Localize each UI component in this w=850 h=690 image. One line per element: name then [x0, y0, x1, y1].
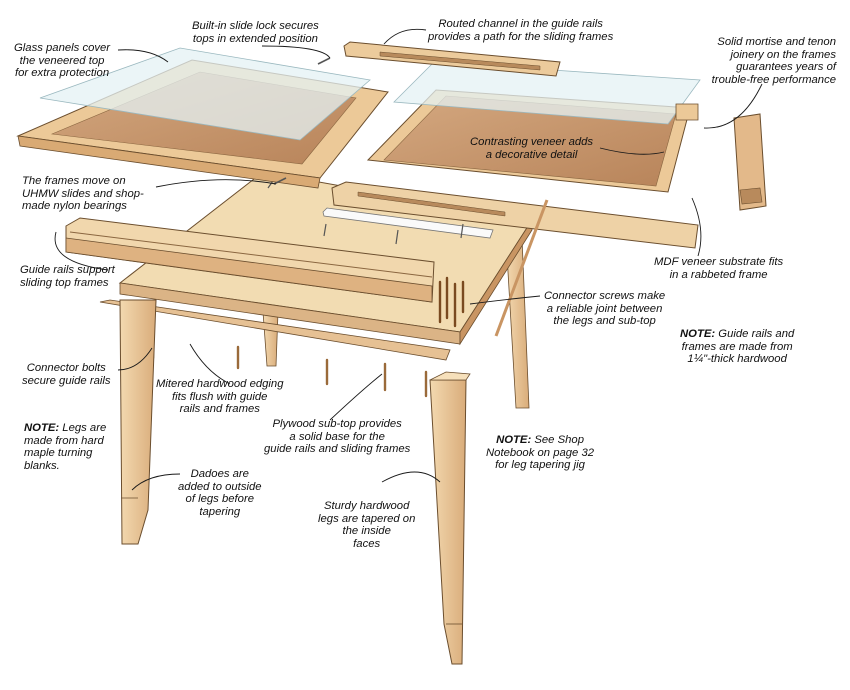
callout-contrasting-veneer-line-1: Contrasting veneer adds — [470, 136, 594, 148]
callout-dadoes-line-2: added to outside — [178, 480, 262, 493]
callout-frames-move-line-2: UHMW slides and shop- — [22, 187, 144, 200]
callout-note-jig-line-1: NOTE: See Shop — [486, 434, 594, 447]
back-middle-leg — [262, 311, 279, 367]
callout-slide-lock-line-2: tops in extended position — [192, 32, 318, 45]
back-guide-rail — [331, 181, 699, 249]
note-rails-label: NOTE: — [680, 328, 716, 340]
callout-mortise-tenon: Solid mortise and tenon joinery on the f… — [712, 36, 836, 86]
front-right-leg — [429, 379, 467, 665]
callout-mitered-edging-line-2: fits flush with guide — [172, 390, 268, 403]
callout-sturdy-legs: Sturdy hardwood legs are tapered on the … — [318, 500, 415, 550]
callout-sturdy-legs-line-3: the inside — [342, 525, 391, 537]
mortise-tenon-slot — [739, 187, 763, 205]
callout-plywood-subtop-line-2: a solid base for the — [289, 430, 385, 443]
slide-lock-screws — [273, 57, 331, 185]
callout-connector-screws-line-3: the legs and sub-top — [553, 315, 656, 327]
front-rail-face — [65, 237, 433, 303]
callout-note-legs: NOTE: Legs are made from hard maple turn… — [24, 422, 106, 472]
callout-connector-bolts-line-1: Connector bolts — [26, 362, 106, 374]
callout-glass-panels-line-2: the veneered top — [19, 54, 105, 67]
callout-note-jig-line-3: for leg tapering jig — [495, 459, 585, 471]
callout-note-rails-line-2: frames are made from — [681, 340, 793, 353]
callout-mdf-substrate: MDF veneer substrate fits in a rabbeted … — [654, 256, 783, 281]
callout-mitered-edging-line-1: Mitered hardwood edging — [156, 378, 284, 390]
callout-mortise-tenon-line-4: trouble-free performance — [711, 73, 836, 86]
callout-glass-panels-line-1: Glass panels cover — [14, 42, 111, 54]
uhmw-slide — [322, 207, 494, 239]
callout-connector-bolts: Connector bolts secure guide rails — [22, 362, 111, 387]
callout-frames-move: The frames move on UHMW slides and shop-… — [22, 175, 144, 213]
callout-connector-bolts-line-2: secure guide rails — [22, 374, 111, 387]
callout-dadoes-line-4: tapering — [199, 505, 241, 518]
note-jig-label: NOTE: — [496, 434, 532, 446]
callout-dadoes: Dadoes are added to outside of legs befo… — [178, 468, 262, 518]
callout-mortise-tenon-line-1: Solid mortise and tenon — [717, 36, 836, 48]
callout-sturdy-legs-line-1: Sturdy hardwood — [323, 500, 410, 512]
callout-mitered-edging-line-3: rails and frames — [179, 403, 260, 415]
callout-mortise-tenon-line-3: guarantees years of — [736, 61, 836, 73]
callout-dadoes-line-1: Dadoes are — [190, 468, 249, 480]
callout-note-legs-line-4: blanks. — [24, 459, 60, 472]
back-rail-channel — [357, 191, 506, 217]
callout-sturdy-legs-line-2: legs are tapered on — [318, 512, 416, 525]
leader-lines — [54, 28, 763, 491]
callout-frames-move-line-3: made nylon bearings — [22, 200, 127, 212]
callout-guide-rails-support-line-2: sliding top frames — [20, 276, 109, 289]
callout-connector-screws-line-2: a reliable joint between — [546, 302, 663, 315]
callout-mdf-substrate-line-1: MDF veneer substrate fits — [654, 256, 784, 268]
note-legs-text-1: Legs are — [59, 422, 107, 434]
mitered-edging — [99, 299, 451, 361]
mortise-tenon-detail — [733, 113, 767, 211]
upper-rail-channel — [379, 51, 541, 71]
callout-dadoes-line-3: of legs before — [185, 493, 254, 505]
front-right-leg-top — [429, 371, 471, 381]
callout-guide-rails-support: Guide rails support sliding top frames — [20, 264, 115, 289]
callout-contrasting-veneer: Contrasting veneer adds a decorative det… — [470, 136, 593, 161]
callout-note-rails-line-1: NOTE: Guide rails and — [680, 328, 794, 341]
callout-slide-lock-line-1: Built-in slide lock secures — [192, 20, 319, 32]
callout-connector-screws: Connector screws make a reliable joint b… — [544, 290, 665, 328]
callout-connector-screws-line-1: Connector screws make — [544, 290, 666, 302]
callout-glass-panels-line-3: for extra protection — [14, 67, 110, 79]
connector-screws — [438, 276, 465, 328]
callout-plywood-subtop-line-3: guide rails and sliding frames — [264, 443, 411, 455]
callout-slide-lock: Built-in slide lock secures tops in exte… — [192, 20, 319, 45]
callout-note-rails: NOTE: Guide rails and frames are made fr… — [680, 328, 794, 366]
callout-sturdy-legs-line-4: faces — [353, 537, 381, 550]
right-glass-panel — [393, 61, 701, 125]
callout-note-legs-line-1: NOTE: Legs are — [24, 422, 106, 435]
callout-frames-move-line-1: The frames move on — [22, 175, 126, 187]
note-jig-text-1: See Shop — [531, 434, 584, 446]
callout-guide-rails-support-line-1: Guide rails support — [20, 264, 115, 276]
left-frame-side — [17, 135, 321, 189]
note-rails-text-1: Guide rails and — [715, 328, 795, 340]
callout-note-jig-line-2: Notebook on page 32 — [486, 446, 595, 459]
callout-contrasting-veneer-line-2: a decorative detail — [485, 148, 578, 161]
callout-note-legs-line-3: maple turning — [24, 447, 93, 459]
callout-plywood-subtop-line-1: Plywood sub-top provides — [272, 418, 402, 430]
callout-note-jig: NOTE: See Shop Notebook on page 32 for l… — [486, 434, 594, 472]
left-glass-panel — [39, 47, 371, 141]
callout-routed-channel: Routed channel in the guide rails provid… — [428, 18, 613, 43]
callout-mdf-substrate-line-2: in a rabbeted frame — [669, 268, 768, 281]
callout-glass-panels: Glass panels cover the veneered top for … — [14, 42, 110, 80]
callout-mitered-edging: Mitered hardwood edging fits flush with … — [156, 378, 284, 416]
frame-tenon-stub — [675, 103, 699, 121]
note-legs-label: NOTE: — [24, 422, 60, 434]
callout-note-rails-line-3: 1¼"-thick hardwood — [687, 353, 787, 365]
front-rail-channel — [69, 231, 433, 278]
callout-mortise-tenon-line-2: joinery on the frames — [730, 48, 837, 61]
subtop-edge-right — [459, 218, 533, 346]
guide-dowel — [494, 199, 549, 337]
callout-routed-channel-line-2: provides a path for the sliding frames — [428, 30, 614, 43]
front-left-leg — [119, 299, 157, 545]
callout-routed-channel-line-1: Routed channel in the guide rails — [438, 18, 603, 30]
callout-note-legs-line-2: made from hard — [24, 434, 104, 447]
callout-plywood-subtop: Plywood sub-top provides a solid base fo… — [264, 418, 410, 456]
